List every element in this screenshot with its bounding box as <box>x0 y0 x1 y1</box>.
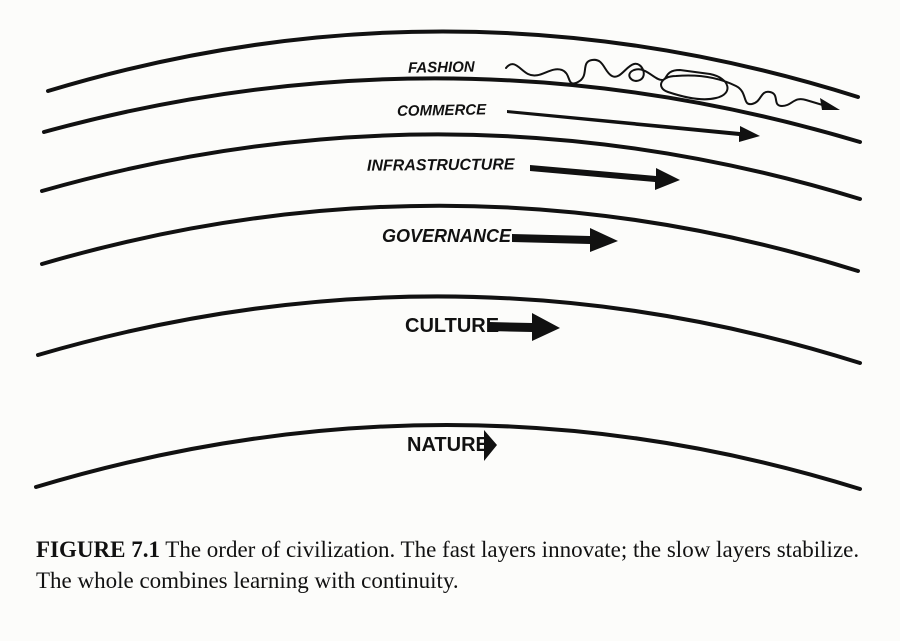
layer-label-governance: GOVERNANCE <box>382 226 512 246</box>
figure-number: FIGURE 7.1 <box>36 537 160 562</box>
layer-governance: GOVERNANCE <box>382 226 618 252</box>
layer-fashion: FASHION <box>408 59 840 110</box>
layer-infrastructure: INFRASTRUCTURE <box>367 156 680 190</box>
layer-label-culture: CULTURE <box>405 315 499 337</box>
layer-commerce: COMMERCE <box>397 101 760 142</box>
layer-nature: NATURE <box>407 430 497 461</box>
governance-arrow <box>512 228 618 252</box>
commerce-arrow <box>507 110 760 142</box>
culture-arrow <box>489 313 560 341</box>
layer-label-nature: NATURE <box>407 434 489 456</box>
caption-text: The order of civilization. The fast laye… <box>36 537 860 593</box>
figure-caption: FIGURE 7.1 The order of civilization. Th… <box>36 534 886 596</box>
infrastructure-arrow <box>530 165 680 190</box>
layer-label-infrastructure: INFRASTRUCTURE <box>367 156 516 174</box>
layer-label-commerce: COMMERCE <box>397 101 487 120</box>
layer-boundary-2 <box>42 76 862 144</box>
fashion-arrowhead <box>820 98 840 110</box>
layer-boundary-4 <box>40 203 860 273</box>
layer-label-fashion: FASHION <box>408 59 476 77</box>
layer-boundary-3 <box>40 132 862 201</box>
fashion-squiggle-arrow <box>505 58 827 107</box>
nature-arrow <box>484 430 497 461</box>
layer-boundary-5 <box>36 294 862 365</box>
layer-boundary-1 <box>46 29 860 99</box>
layer-boundary-6 <box>34 423 862 491</box>
pace-layers-diagram: FASHION COMMERCE INFRASTRUCTURE GOVERNAN… <box>34 29 862 491</box>
layer-culture: CULTURE <box>405 313 560 341</box>
